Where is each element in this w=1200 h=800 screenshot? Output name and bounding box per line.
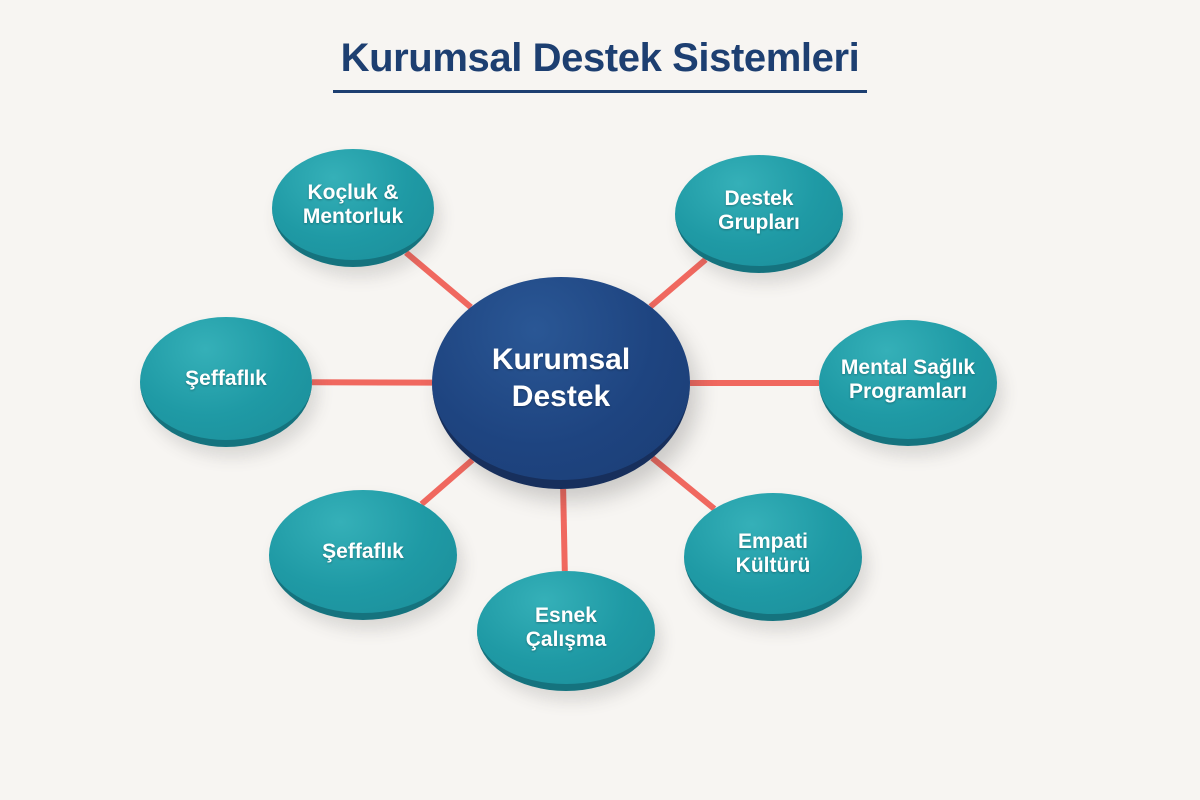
node-label-esnek-calisma: Esnek Çalışma (525, 603, 607, 651)
connector-empati-kulturu (650, 455, 717, 512)
connector-esnek-calisma (560, 488, 568, 572)
node-seffaflik-left[interactable]: Şeffaflık (140, 317, 312, 447)
node-seffaflik-bottom-left[interactable]: Şeffaflık (269, 490, 457, 620)
connector-kocluk-mentorluk (404, 250, 473, 310)
node-label-kocluk-mentorluk: Koçluk & Mentorluk (302, 180, 404, 228)
node-label-seffaflik-bottom-left: Şeffaflık (322, 539, 404, 563)
page-title-text: Kurumsal Destek Sistemleri (332, 36, 868, 93)
node-label-empati-kulturu: Empati Kültürü (735, 529, 811, 577)
node-label-destek-gruplari: Destek Grupları (718, 186, 800, 234)
connector-seffaflik-bottom-left (419, 457, 475, 507)
node-mental-saglik-programlari[interactable]: Mental Sağlık Programları (819, 320, 997, 446)
page-title: Kurumsal Destek Sistemleri (0, 36, 1200, 93)
node-empati-kulturu[interactable]: Empati Kültürü (684, 493, 862, 621)
center-node-label: Kurumsal Destek (491, 342, 631, 413)
node-kocluk-mentorluk[interactable]: Koçluk & Mentorluk (272, 149, 434, 267)
node-label-mental-saglik-programlari: Mental Sağlık Programları (840, 355, 976, 403)
center-node[interactable]: Kurumsal Destek (432, 277, 690, 489)
connector-destek-gruplari (648, 257, 708, 309)
node-label-seffaflik-left: Şeffaflık (185, 366, 267, 390)
node-esnek-calisma[interactable]: Esnek Çalışma (477, 571, 655, 691)
node-destek-gruplari[interactable]: Destek Grupları (675, 155, 843, 273)
